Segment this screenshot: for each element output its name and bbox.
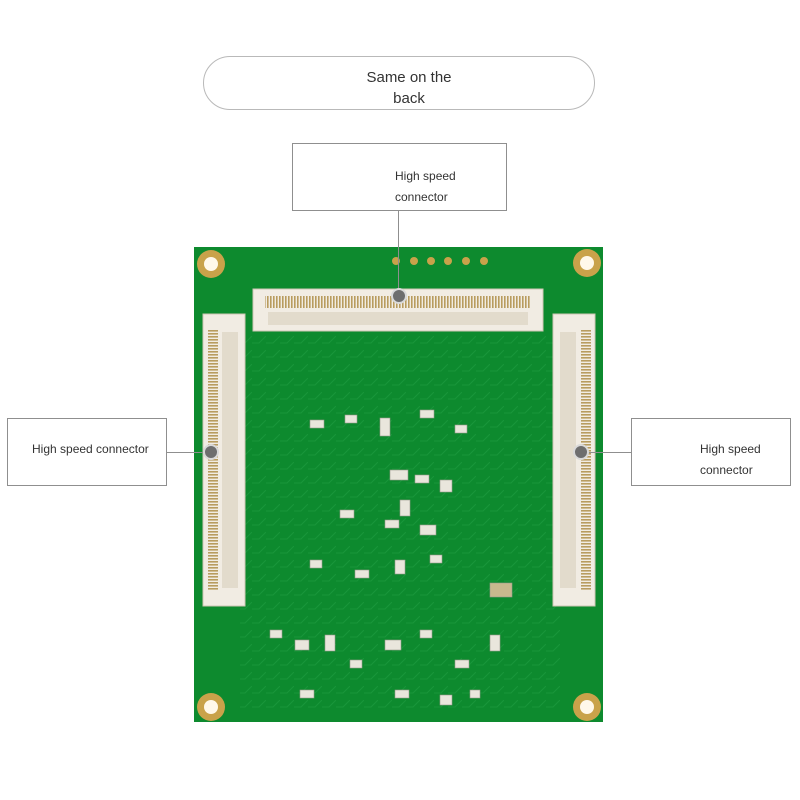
right-connector-callout: High speed connector [631,418,791,486]
smd-components [269,409,513,706]
right-leader-line [588,452,632,453]
left-leader-line [166,452,206,453]
right-connector [552,313,596,607]
top-connector [252,288,544,332]
mounting-holes [197,249,601,721]
top-connector-callout: High speed connector [292,143,507,211]
top-connector-label: High speed connector [395,169,456,204]
top-connector-marker [391,288,407,304]
back-note-banner: Same on the back [203,56,595,110]
top-leader-line [398,210,399,296]
left-connector-marker [203,444,219,460]
left-connector [202,313,246,607]
left-connector-label: High speed connector [32,442,149,456]
right-connector-label: High speed connector [700,442,761,477]
left-connector-callout: High speed connector [7,418,167,486]
right-connector-marker [573,444,589,460]
back-note-text: Same on the back [366,69,452,107]
